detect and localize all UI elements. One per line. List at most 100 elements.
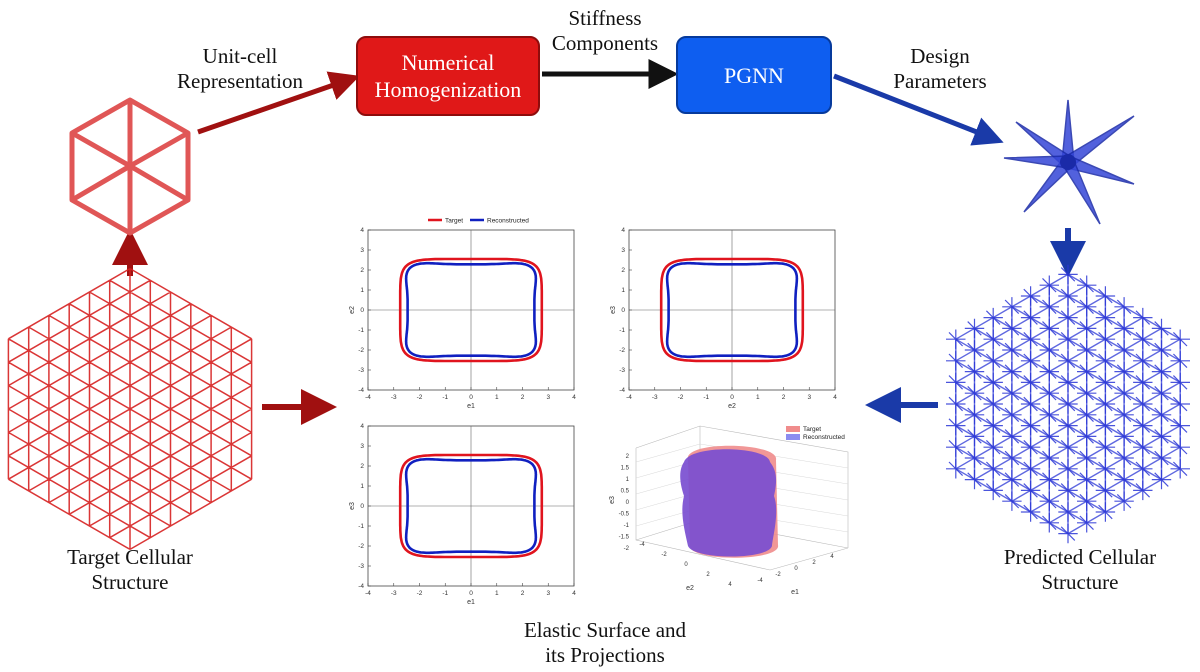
x-tick-label: 1 bbox=[495, 590, 499, 597]
series-curve-reconstructed bbox=[404, 457, 538, 555]
z-tick-label: -1 bbox=[624, 523, 630, 529]
x-tick-label: 0 bbox=[794, 566, 798, 572]
y-tick-label: 4 bbox=[360, 227, 364, 234]
3d-box bbox=[635, 425, 849, 571]
y-tick-label: -2 bbox=[619, 347, 625, 354]
z-tick-label: 0 bbox=[626, 500, 630, 506]
y-axis-label: e3 bbox=[610, 306, 617, 314]
x-tick-label: 4 bbox=[830, 554, 834, 560]
y-tick-label: 2 bbox=[621, 267, 625, 274]
y-tick-label: -4 bbox=[639, 542, 645, 548]
y-tick-label: 2 bbox=[360, 267, 364, 274]
legend-label-target: Target bbox=[803, 426, 821, 433]
series-curve-target bbox=[398, 257, 544, 363]
y-tick-label: 0 bbox=[360, 307, 364, 314]
x-tick-label: -2 bbox=[775, 572, 781, 578]
y-tick-label: 4 bbox=[621, 227, 625, 234]
series-curve-target bbox=[398, 453, 544, 559]
x-axis-label: e2 bbox=[728, 403, 736, 410]
series-curve-reconstructed bbox=[404, 261, 538, 359]
x-tick-label: -1 bbox=[442, 394, 448, 401]
arrow-unitcell-to-homogenization bbox=[197, 71, 360, 135]
z-axis-label: e3 bbox=[609, 496, 616, 504]
x-tick-label: -4 bbox=[757, 578, 763, 584]
numerical-homogenization-box: Numerical Homogenization bbox=[356, 36, 540, 116]
y-tick-label: 2 bbox=[706, 572, 710, 578]
design-label: Design Parameters bbox=[893, 44, 987, 93]
z-tick-label: 0.5 bbox=[621, 489, 630, 495]
x-tick-label: -3 bbox=[391, 394, 397, 401]
x-tick-label: -1 bbox=[442, 590, 448, 597]
unit-cell-label: Unit-cell Representation bbox=[177, 44, 303, 93]
x-tick-label: 1 bbox=[756, 394, 760, 401]
x-tick-label: -4 bbox=[626, 394, 632, 401]
x-tick-label: -2 bbox=[417, 590, 423, 597]
legend-swatch-target bbox=[786, 426, 800, 432]
z-tick-label: -2 bbox=[624, 546, 630, 552]
y-tick-label: 0 bbox=[621, 307, 625, 314]
y-tick-label: 4 bbox=[728, 582, 732, 588]
y-tick-label: 2 bbox=[360, 463, 364, 470]
x-tick-label: 4 bbox=[572, 590, 576, 597]
x-tick-label: -3 bbox=[391, 590, 397, 597]
z-tick-label: 1.5 bbox=[621, 466, 630, 472]
x-tick-label: 4 bbox=[572, 394, 576, 401]
x-tick-label: 2 bbox=[812, 560, 816, 566]
x-tick-label: -4 bbox=[365, 394, 371, 401]
y-tick-label: 3 bbox=[360, 247, 364, 254]
x-tick-label: 3 bbox=[807, 394, 811, 401]
x-tick-label: 0 bbox=[469, 590, 473, 597]
surface-reconstructed bbox=[680, 449, 777, 557]
x-tick-label: -2 bbox=[417, 394, 423, 401]
y-tick-label: -3 bbox=[358, 367, 364, 374]
y-tick-label: 3 bbox=[621, 247, 625, 254]
x-axis-label: e1 bbox=[467, 599, 475, 606]
y-tick-label: 0 bbox=[360, 503, 364, 510]
y-tick-label: -2 bbox=[358, 347, 364, 354]
x-tick-label: 0 bbox=[469, 394, 473, 401]
pgnn-box: PGNN bbox=[676, 36, 832, 114]
y-tick-label: 1 bbox=[360, 483, 364, 490]
y-tick-label: 3 bbox=[360, 443, 364, 450]
x-tick-label: -2 bbox=[678, 394, 684, 401]
y-tick-label: -3 bbox=[619, 367, 625, 374]
x-tick-label: 1 bbox=[495, 394, 499, 401]
blue-star-unit-cell bbox=[1003, 99, 1135, 225]
x-axis-label: e1 bbox=[467, 403, 475, 410]
y-tick-label: -2 bbox=[358, 543, 364, 550]
x-tick-label: -4 bbox=[365, 590, 371, 597]
stiffness-label: Stiffness Components bbox=[551, 6, 659, 55]
elastic-surface-3d: -2-1.5-1-0.500.511.52e3-4-2024e1420-2-4e… bbox=[609, 425, 849, 596]
legend-label-reconstructed: Reconstructed bbox=[803, 434, 845, 441]
x-tick-label: 3 bbox=[546, 590, 550, 597]
red-unit-cell-cube bbox=[69, 97, 191, 236]
z-tick-label: 1 bbox=[626, 477, 630, 483]
x-axis-label: e1 bbox=[791, 589, 799, 596]
z-tick-label: -0.5 bbox=[619, 512, 630, 518]
series-curve-target bbox=[659, 257, 805, 363]
y-tick-label: -1 bbox=[358, 327, 364, 334]
x-tick-label: 2 bbox=[521, 394, 525, 401]
y-tick-label: 1 bbox=[621, 287, 625, 294]
z-tick-label: -1.5 bbox=[619, 535, 630, 541]
target-lattice bbox=[7, 267, 253, 551]
x-tick-label: 4 bbox=[833, 394, 837, 401]
target-structure-label: Target Cellular Structure bbox=[67, 545, 193, 594]
x-tick-label: -3 bbox=[652, 394, 658, 401]
y-tick-label: 1 bbox=[360, 287, 364, 294]
y-axis-label: e2 bbox=[686, 585, 694, 592]
y-tick-label: 0 bbox=[684, 562, 688, 568]
x-tick-label: -1 bbox=[703, 394, 709, 401]
series-curve-reconstructed bbox=[665, 261, 799, 359]
predicted-structure-label: Predicted Cellular Structure bbox=[1003, 545, 1157, 594]
y-tick-label: 4 bbox=[360, 423, 364, 430]
arrow-pgnn-to-unitcell bbox=[833, 73, 1004, 146]
y-tick-label: -4 bbox=[358, 387, 364, 394]
legend-label-reconstructed: Reconstructed bbox=[487, 218, 529, 225]
x-tick-label: 2 bbox=[782, 394, 786, 401]
